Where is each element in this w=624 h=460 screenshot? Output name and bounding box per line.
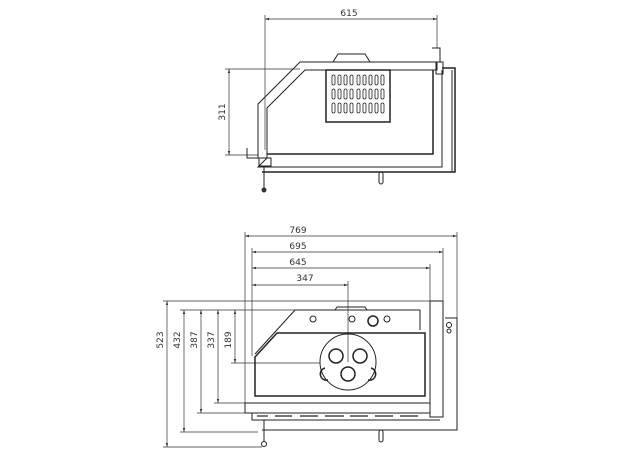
leg-foot-icon	[261, 187, 267, 193]
knob	[378, 429, 384, 443]
top-view: 615 311	[218, 9, 456, 193]
dim-645-label: 645	[289, 258, 306, 268]
dim-432-label: 432	[173, 331, 183, 348]
dim-311-label: 311	[218, 103, 228, 120]
dim-615-label: 615	[340, 9, 357, 19]
dim-347-label: 347	[296, 274, 313, 284]
dim-387-label: 387	[190, 331, 200, 348]
burner-plate	[319, 333, 377, 391]
leg-foot-icon	[261, 441, 267, 447]
dim-523-label: 523	[156, 331, 166, 348]
dim-769-label: 769	[289, 226, 306, 236]
dim-337-label: 337	[207, 331, 217, 348]
dim-189-label: 189	[224, 331, 234, 348]
dim-695-label: 695	[289, 242, 306, 252]
front-view: 769 695 645 347 523 432 387 337 189	[156, 226, 458, 448]
glass-door	[254, 332, 426, 397]
grille	[325, 69, 391, 123]
knob	[378, 171, 384, 185]
firebox-wall	[257, 61, 438, 159]
